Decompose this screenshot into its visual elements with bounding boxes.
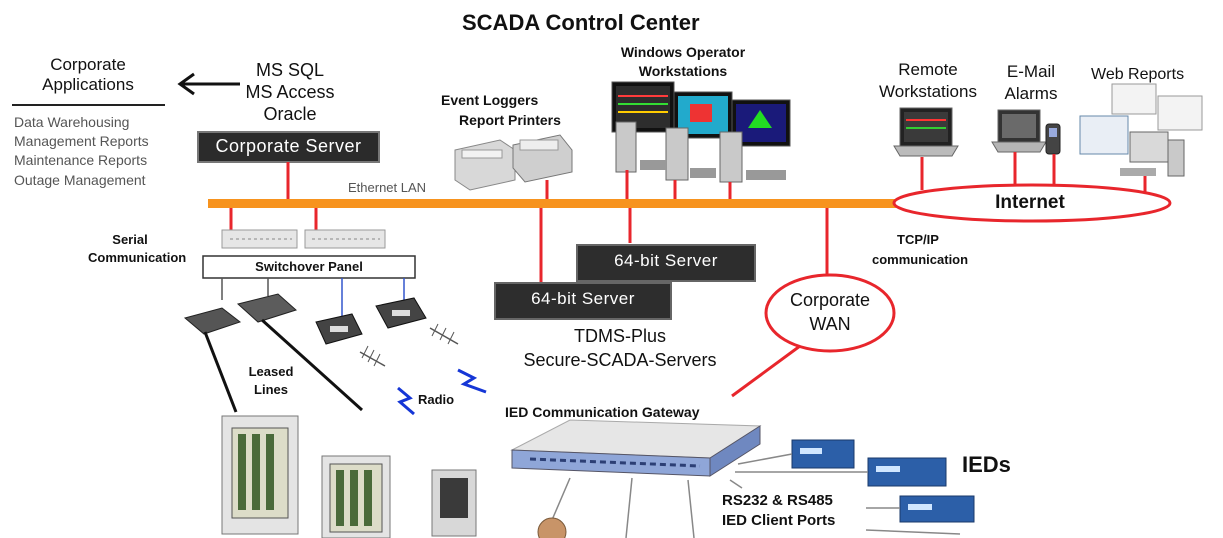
tcpip-label-2: communication xyxy=(872,252,969,267)
ethernet-lan-label: Ethernet LAN xyxy=(348,180,427,195)
leased-line-2 xyxy=(260,318,364,412)
lightning-icon-2 xyxy=(457,368,487,394)
leased-lines-label-2: Lines xyxy=(254,382,288,397)
ied-round-device-icon xyxy=(537,517,567,538)
rs-ports-label-2: IED Client Ports xyxy=(722,512,836,529)
corporate-server-label: Corporate Server xyxy=(215,136,362,156)
remote-workstations-label-2: Workstations xyxy=(879,82,977,101)
ethernet-lan-bus xyxy=(208,199,908,208)
internet-cloud xyxy=(892,183,1172,223)
windows-operator-label-2: Workstations xyxy=(638,63,728,79)
tcpip-label-1: TCP/IP xyxy=(897,232,939,247)
corporate-apps-heading-1: Corporate xyxy=(50,55,126,74)
server-64bit-back xyxy=(576,244,756,282)
event-loggers-label: Event Loggers xyxy=(441,92,539,108)
corporate-app-item: Data Warehousing xyxy=(14,114,130,130)
wan-gateway-link xyxy=(731,344,801,398)
server-64bit-label: 64-bit Server xyxy=(614,251,718,270)
operator-workstations-icon xyxy=(611,81,791,183)
serial-comm-label-2: Communication xyxy=(88,250,187,265)
radio-modem-icon xyxy=(315,297,427,345)
leased-line-1 xyxy=(203,331,238,413)
corporate-server-box xyxy=(197,131,380,163)
web-reports-icon xyxy=(1079,83,1203,177)
switchover-panel-label: Switchover Panel xyxy=(255,259,363,274)
corporate-apps-heading-2: Applications xyxy=(42,75,134,94)
server-64bit-front xyxy=(494,282,672,320)
patch-panel-icon xyxy=(221,229,386,249)
diagram-title: SCADA Control Center xyxy=(462,10,700,35)
database-label: MS SQL xyxy=(255,60,325,80)
database-label: MS Access xyxy=(245,82,335,102)
serial-comm-label-1: Serial xyxy=(112,232,148,247)
switchover-panel-box xyxy=(202,255,416,279)
antenna-icon xyxy=(359,323,459,367)
lightning-icon-1 xyxy=(397,386,415,416)
ied-device-icon xyxy=(791,439,975,523)
email-laptop-icon xyxy=(991,109,1047,153)
radio-label: Radio xyxy=(418,392,455,407)
laser-printer-icon xyxy=(454,139,516,191)
email-alarms-label-1: E-Mail xyxy=(1006,62,1056,81)
server-64bit-label: 64-bit Server xyxy=(531,289,635,308)
rs-ports-label-1: RS232 & RS485 xyxy=(722,492,833,509)
corporate-app-item: Maintenance Reports xyxy=(14,152,148,168)
internet-label: Internet xyxy=(995,192,1065,213)
ied-gateway-label: IED Communication Gateway xyxy=(505,404,700,420)
dot-matrix-printer-icon xyxy=(512,134,573,183)
corporate-wan-label-2: WAN xyxy=(809,314,851,334)
rtu-cabinet-icon xyxy=(221,415,477,538)
ied-gateway-device xyxy=(510,419,762,477)
tdms-label-2: Secure-SCADA-Servers xyxy=(523,350,717,370)
windows-operator-label-1: Windows Operator xyxy=(620,44,746,60)
leased-lines-label-1: Leased xyxy=(248,364,294,379)
corporate-wan-cloud xyxy=(764,273,896,353)
database-label: Oracle xyxy=(263,104,317,124)
remote-laptop-icon xyxy=(893,107,959,157)
corporate-app-item: Outage Management xyxy=(14,172,146,188)
tdms-label-1: TDMS-Plus xyxy=(573,326,666,346)
report-printers-label: Report Printers xyxy=(459,112,561,128)
email-alarms-label-2: Alarms xyxy=(1004,84,1058,103)
corporate-app-item: Management Reports xyxy=(14,133,149,149)
arrow-left-icon xyxy=(177,72,240,96)
corporate-wan-label-1: Corporate xyxy=(789,290,871,310)
web-reports-label: Web Reports xyxy=(1091,66,1185,83)
ieds-label: IEDs xyxy=(962,452,1011,477)
mobile-phone-icon xyxy=(1045,123,1061,155)
modem-icon xyxy=(183,293,297,335)
remote-workstations-label-1: Remote xyxy=(898,60,958,79)
